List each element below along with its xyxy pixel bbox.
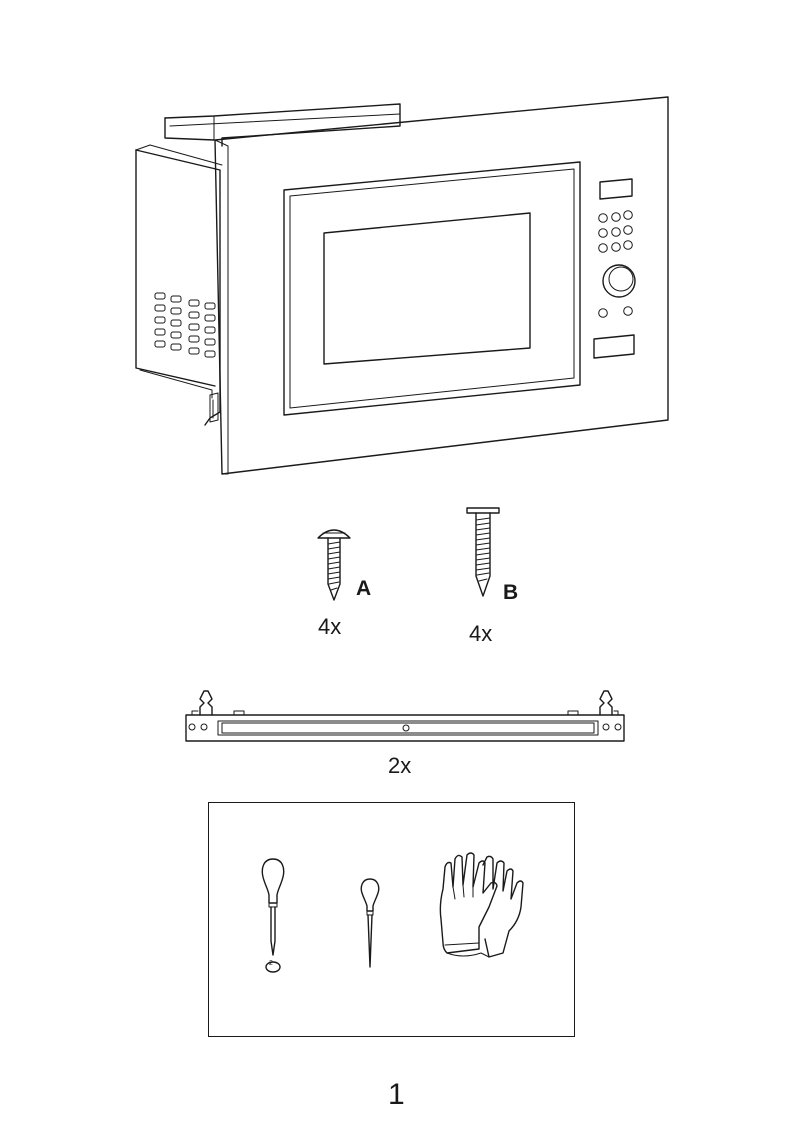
- screw-a-group: A 4x: [300, 515, 400, 650]
- phillips-screwdriver-icon: [255, 855, 291, 977]
- screw-b-group: B 4x: [455, 500, 555, 650]
- mounting-rail-icon: [180, 685, 630, 747]
- screw-b-quantity: 4x: [469, 621, 493, 646]
- screwdriver-size-marking: 2: [269, 960, 273, 967]
- pan-head-screw-icon: [314, 520, 354, 610]
- awl-icon: [355, 875, 385, 975]
- page-number: 1: [388, 1078, 405, 1111]
- screw-a-quantity: 4x: [318, 614, 342, 639]
- screw-a-letter: A: [356, 577, 372, 600]
- bracket-quantity: 2x: [388, 753, 412, 778]
- gloves-icon: [433, 849, 543, 969]
- screw-b-letter: B: [503, 581, 519, 604]
- wood-screw-icon: [463, 502, 503, 602]
- microwave-oven-illustration: [120, 88, 680, 478]
- bracket-group: 2x: [180, 685, 630, 785]
- required-tools-box: 2: [208, 802, 575, 1037]
